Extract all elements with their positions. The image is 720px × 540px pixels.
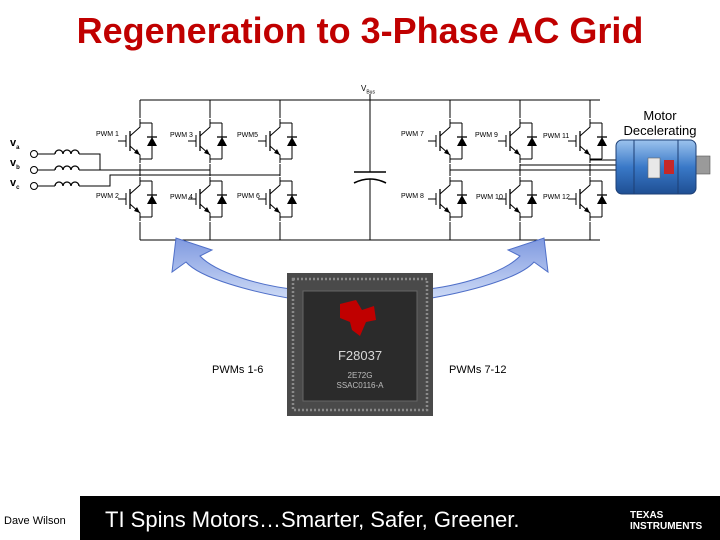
grid-inductor [54,165,80,171]
igbt-switch [186,118,230,164]
pwm-label: PWM 10 [476,194,503,201]
igbt-switch [116,118,160,164]
right-curved-arrow [419,237,549,301]
igbt-switch [256,176,300,222]
grid-inductor [54,149,80,155]
motor-image [615,139,711,195]
motor-label: Motor Decelerating [623,108,697,138]
right-arrow-label: PWMs 7-12 [449,364,507,376]
footer-author: Dave Wilson [4,515,66,527]
left-arrow-label: PWMs 1-6 [212,364,264,376]
footer-bar [0,496,720,540]
pwm-label: PWM 9 [475,132,498,139]
pwm-label: PWM 6 [237,193,260,200]
pwm-label: PWM 3 [170,132,193,139]
igbt-switch [566,176,610,222]
igbt-switch [186,176,230,222]
igbt-switch [496,118,540,164]
igbt-switch [426,176,470,222]
chip-name: F28037 [337,348,383,363]
pwm-label: PWM 8 [401,193,424,200]
vbus-label: VBus [361,84,375,96]
grid-source-a: va [10,137,20,152]
chip-marking: 2E72G SSAC0116-A [336,371,384,390]
igbt-switch [256,118,300,164]
left-curved-arrow [171,237,301,301]
grid-terminal [30,182,38,190]
dc-link-capacitor [353,100,387,240]
grid-inductor [54,181,80,187]
pwm-label: PWM 4 [170,194,193,201]
pwm-label: PWM 12 [543,194,570,201]
f28037-microcontroller-chip [287,273,433,416]
grid-source-b: vb [10,157,20,172]
grid-terminal [30,166,38,174]
pwm-label: PWM 7 [401,131,424,138]
pwm-label: PWM 11 [543,133,570,140]
slide-title: Regeneration to 3-Phase AC Grid [76,10,644,51]
grid-source-labels: va vb vc [10,136,20,197]
footer-author-box: Dave Wilson [0,496,80,540]
ti-logo-text: TEXAS INSTRUMENTS [630,510,703,532]
grid-terminal [30,150,38,158]
footer-slogan: TI Spins Motors…Smarter, Safer, Greener. [105,507,520,532]
igbt-switch [496,176,540,222]
pwm-label: PWM 1 [96,131,119,138]
grid-source-c: vc [10,177,20,192]
igbt-switch [116,176,160,222]
pwm-label: PWM 2 [96,193,119,200]
igbt-switch [426,118,470,164]
ti-chip-logo [340,300,376,336]
igbt-switch [566,118,610,164]
pwm-label: PWM5 [237,132,258,139]
